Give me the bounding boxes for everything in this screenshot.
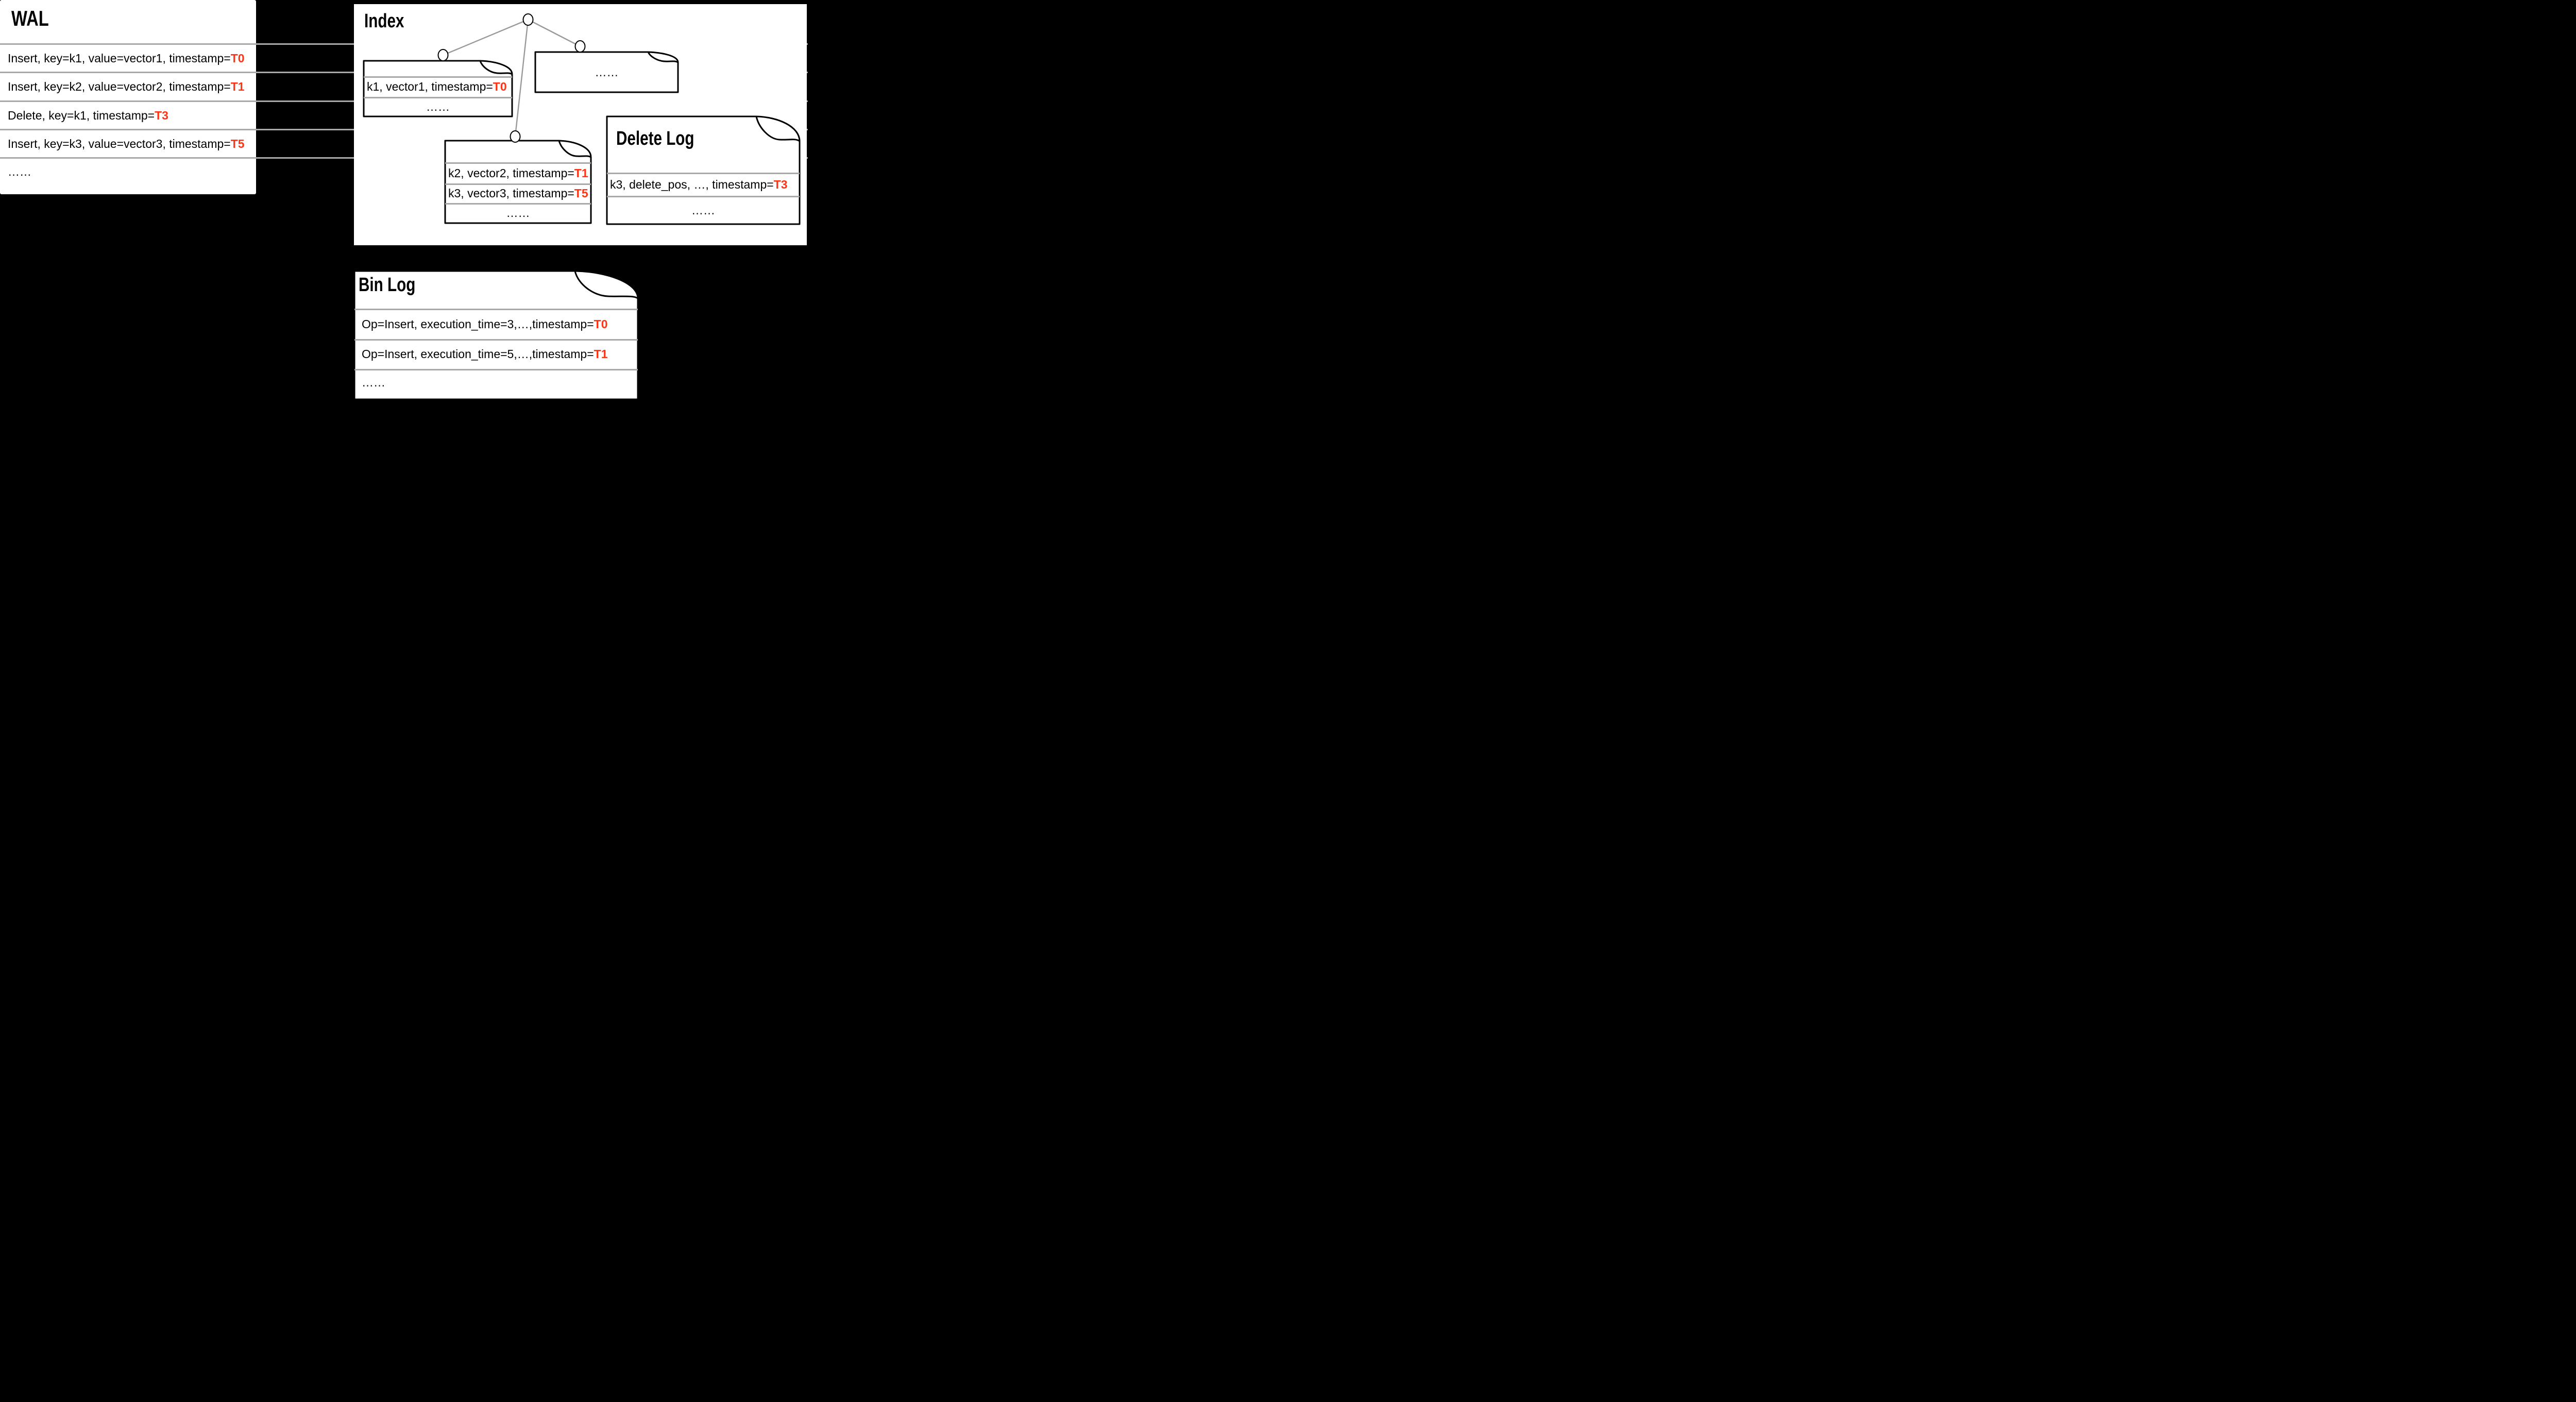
divider [364,76,512,78]
k1-row-text: k1, vector1, timestamp= [367,80,493,93]
divider [445,183,591,185]
k2-row-text: k2, vector2, timestamp= [448,166,574,180]
wal-row-4: Insert, key=k3, value=vector3, timestamp… [0,130,808,157]
wal-row-1-timestamp: T0 [230,51,245,65]
document-outline-icon [534,51,679,93]
k1-ellipsis-text: …… [426,99,450,113]
k3-row: k3, vector3, timestamp=T5 [444,184,592,203]
wal-row-ellipsis-text: …… [8,165,31,178]
bin-log-ellipsis-row: …… [353,369,639,402]
wal-row-1: Insert, key=k1, value=vector1, timestamp… [0,45,808,72]
k1-row: k1, vector1, timestamp=T0 [363,77,513,97]
index-leaf-k1-document: k1, vector1, timestamp=T0 …… [363,60,513,117]
more-ellipsis-row: …… [534,52,679,92]
delete-log-row: k3, delete_pos, …, timestamp=T3 [606,173,801,196]
document-outline-icon [444,140,592,224]
folded-corner-icon [755,116,800,142]
wal-box: WAL Insert, key=k1, value=vector1, times… [0,0,808,194]
delete-log-row-timestamp: T3 [773,177,788,191]
divider [607,196,800,197]
divider [354,309,638,310]
divider [354,369,638,370]
bin-log-row-1: Op=Insert, execution_time=3,…,timestamp=… [353,309,639,339]
delete-log-ellipsis-text: …… [691,203,715,217]
bin-log-row-2-timestamp: T1 [594,347,608,361]
wal-title: WAL [11,6,59,31]
k2-row-timestamp: T1 [574,166,588,180]
wal-row-3-timestamp: T3 [155,108,168,122]
delete-log-row-text: k3, delete_pos, …, timestamp= [610,177,774,191]
bin-log-row-1-timestamp: T0 [594,317,608,331]
folded-corner-icon [574,271,638,299]
bin-log-document: Bin Log Op=Insert, execution_time=3,…,ti… [353,270,639,400]
delete-log-title-text: Delete Log [616,128,694,149]
folded-corner-icon [647,52,679,63]
wal-row-3-text: Delete, key=k1, timestamp= [8,108,155,122]
bin-log-title-text: Bin Log [359,274,416,296]
folded-corner-icon [558,140,591,158]
wal-row-2: Insert, key=k2, value=vector2, timestamp… [0,73,808,100]
k1-ellipsis-row: …… [363,97,513,116]
wal-row-1-text: Insert, key=k1, value=vector1, timestamp… [8,51,231,65]
bin-log-title: Bin Log [359,274,431,296]
k2k3-ellipsis-text: …… [506,206,530,219]
bin-log-ellipsis-text: …… [362,376,385,389]
k2-row: k2, vector2, timestamp=T1 [444,163,592,183]
wal-row-2-timestamp: T1 [230,80,245,93]
divider [445,203,591,205]
k3-row-text: k3, vector3, timestamp= [448,187,574,200]
index-title-text: Index [364,10,404,32]
k2k3-ellipsis-row: …… [444,204,592,223]
k3-row-timestamp: T5 [574,187,588,200]
bin-log-row-2-text: Op=Insert, execution_time=5,…,timestamp= [362,347,594,361]
index-title: Index [364,10,415,32]
more-ellipsis-text: …… [595,65,619,79]
delete-log-document: Delete Log k3, delete_pos, …, timestamp=… [606,115,801,225]
folded-corner-icon [479,60,513,75]
wal-row-ellipsis: …… [0,159,808,200]
divider [607,173,800,174]
divider [354,339,638,341]
document-outline-icon [353,270,639,400]
delete-log-title: Delete Log [616,128,716,150]
delete-log-ellipsis-row: …… [606,196,801,224]
wal-row-3: Delete, key=k1, timestamp=T3 [0,102,808,129]
index-leaf-k2k3-document: k2, vector2, timestamp=T1 k3, vector3, t… [444,140,592,224]
wal-row-4-timestamp: T5 [230,137,245,150]
wal-title-text: WAL [11,6,49,30]
bin-log-row-2: Op=Insert, execution_time=5,…,timestamp=… [353,340,639,369]
wal-row-2-text: Insert, key=k2, value=vector2, timestamp… [8,80,231,93]
divider [364,97,512,98]
divider [445,162,591,164]
document-outline-icon [363,60,513,117]
k1-row-timestamp: T0 [493,80,507,93]
wal-row-4-text: Insert, key=k3, value=vector3, timestamp… [8,137,231,150]
diagram-canvas: WAL Insert, key=k1, value=vector1, times… [0,0,808,402]
index-leaf-more-document: …… [534,51,679,93]
bin-log-row-1-text: Op=Insert, execution_time=3,…,timestamp= [362,317,594,331]
